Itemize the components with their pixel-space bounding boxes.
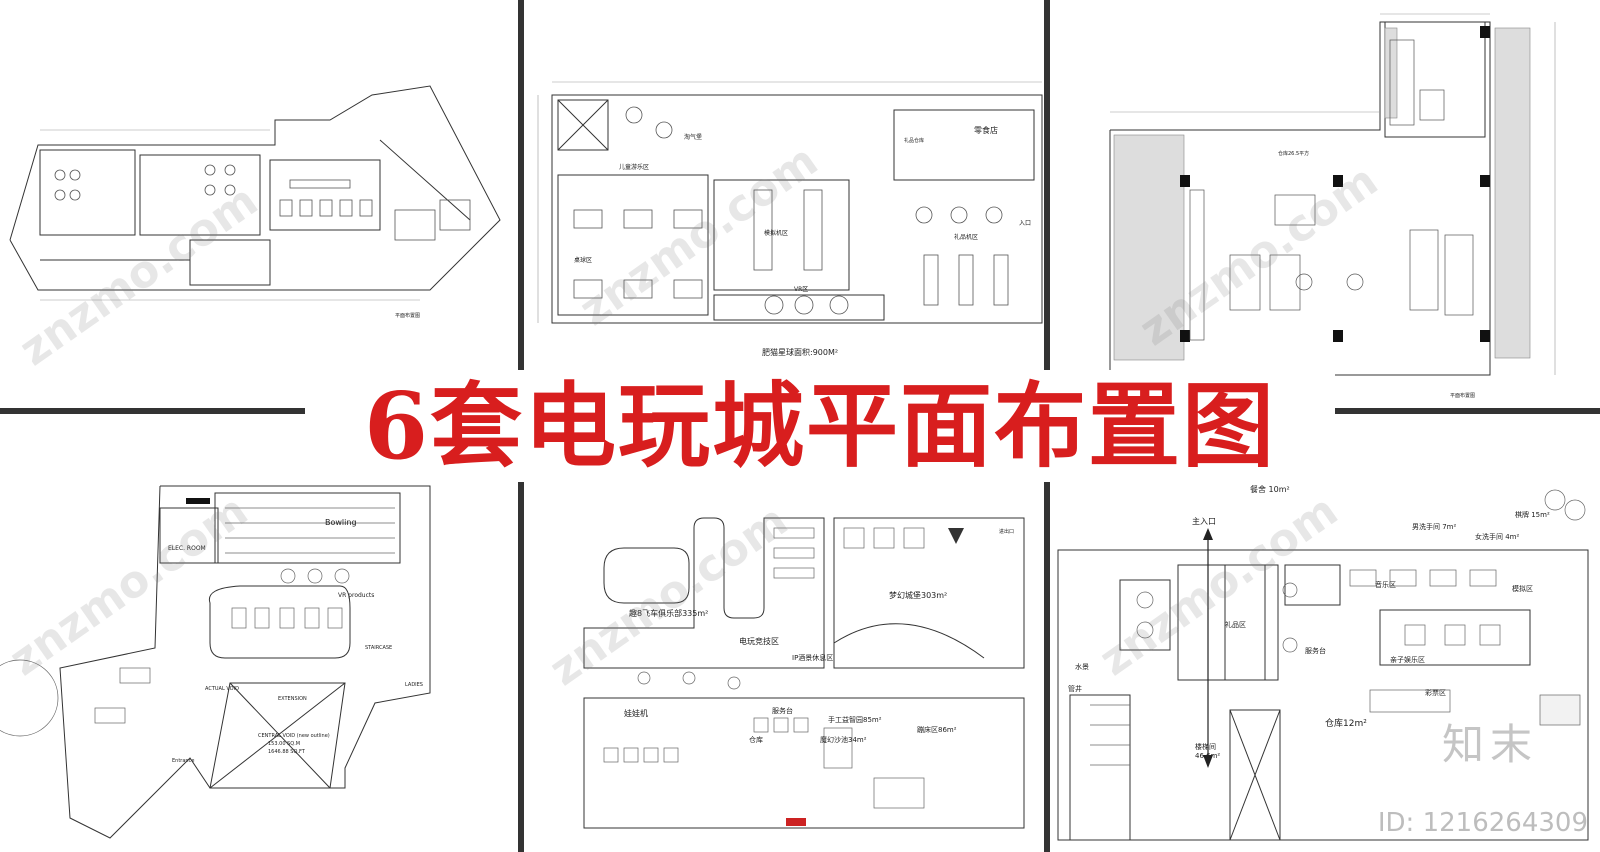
- separator-vertical-right-bottom: [1044, 482, 1050, 852]
- plan-4-label-central-void: CENTRAL VOID (new outline): [258, 733, 330, 739]
- separator-horizontal-right: [1335, 408, 1600, 414]
- plan-5-label-trampoline: 蹦床区86m²: [917, 726, 957, 734]
- plan-3-label-title: 平面布置图: [1450, 393, 1476, 399]
- plan-4-label-ladies: LADIES: [405, 682, 423, 688]
- plan-6-label-main-entrance: 主入口: [1192, 517, 1216, 526]
- plan-5-label-claw-machines: 娃娃机: [624, 709, 648, 718]
- floor-plan-2: 零食店 儿童游乐区 桌球区 模拟机区 VR区 礼品机区 礼品仓库 淘气堡 入口 …: [524, 0, 1044, 408]
- floor-plan-3: 仓库26.5平方 平面布置图: [1050, 0, 1600, 408]
- separator-vertical-right-top: [1044, 0, 1050, 408]
- plan-5-label-esports: 电玩竞技区: [739, 637, 779, 646]
- floor-plan-1: 平面布置图: [0, 0, 518, 408]
- plan-6-label-stairwell: 楼梯间 46.6m²: [1195, 743, 1221, 760]
- plan-2-label-snack-shop: 零食店: [974, 126, 998, 135]
- floor-plan-6: 主入口 礼品区 音乐区 模拟区 亲子娱乐区 服务台 仓库12m² 楼梯间 46.…: [1050, 480, 1600, 852]
- plan-6-label-service-desk: 服务台: [1305, 647, 1326, 655]
- plan-5-label-castle: 梦幻城堡303m²: [889, 591, 948, 600]
- plan-5-label-exit: 进出口: [999, 529, 1015, 535]
- floor-plan-4-drawing: [0, 485, 431, 839]
- plan-6-label-mens-restroom: 男洗手间 7m²: [1412, 523, 1457, 531]
- plan-5-label-racing: 趣8飞车俱乐部335m²: [629, 609, 709, 618]
- plan-6-label-storage: 仓库12m²: [1325, 719, 1367, 729]
- plan-2-label-entrance: 入口: [1019, 220, 1032, 227]
- page-title: 6套电玩城平面布置图: [305, 370, 1335, 482]
- plan-4-label-entrance: Entrance: [172, 758, 195, 764]
- image-id-text: ID: 1216264309: [1377, 808, 1588, 838]
- plan-2-label-billiards: 桌球区: [574, 257, 593, 264]
- floor-plan-5: 趣8飞车俱乐部335m² 梦幻城堡303m² 电玩竞技区 IP酒景休息区 服务台…: [524, 468, 1044, 852]
- floor-plan-2-drawing: [537, 81, 1043, 324]
- floor-plan-3-drawing: [1109, 13, 1556, 376]
- plan-5-label-sand-pool: 魔幻沙池34m²: [820, 736, 867, 744]
- plan-4-label-staircase: STAIRCASE: [365, 645, 393, 651]
- plan-6-label-chess-room: 棋牌 15m²: [1515, 511, 1550, 519]
- plan-2-label-kids-area: 儿童游乐区: [619, 164, 650, 171]
- plan-4-label-elec-room: ELEC. ROOM: [168, 545, 206, 552]
- plan-2-label-vr: VR区: [794, 286, 809, 293]
- plan-4-label-actual-void: ACTUAL VOID: [205, 686, 239, 692]
- separator-vertical-left-bottom: [518, 482, 524, 852]
- plan-2-label-gift-storage: 礼品仓库: [904, 138, 925, 144]
- plan-4-label-bowling: Bowling: [325, 518, 357, 527]
- plan-6-label-water-feature: 水景: [1075, 663, 1089, 671]
- separator-vertical-left-top: [518, 0, 524, 408]
- plan-5-label-service-desk: 服务台: [772, 707, 793, 715]
- plan-1-label: 平面布置图: [395, 313, 421, 319]
- floor-plan-4: Bowling VR products ELEC. ROOM STAIRCASE…: [0, 468, 436, 852]
- plan-2-caption: 肥猫星球面积:900M²: [762, 348, 839, 357]
- plan-2-label-simulator: 模拟机区: [764, 230, 789, 237]
- plan-5-label-storage: 仓库: [749, 736, 763, 744]
- plan-6-label-lottery: 彩票区: [1425, 689, 1446, 697]
- floor-plan-5-drawing: [583, 517, 1025, 829]
- separator-horizontal-left: [0, 408, 305, 414]
- brand-logo: 知末: [1441, 720, 1538, 769]
- plan-6-label-simulator-area: 模拟区: [1512, 585, 1533, 593]
- plan-6-label-gift-area: 礼品区: [1225, 621, 1246, 629]
- plan-4-label-area-sqft: 1646.88 SQ.FT: [268, 749, 305, 755]
- plan-2-label-playhouse: 淘气堡: [684, 134, 703, 141]
- plan-5-label-crafts: 手工益智园85m²: [828, 716, 882, 724]
- plan-4-label-extension: EXTENSION: [278, 696, 307, 702]
- plan-3-label-storage: 仓库26.5平方: [1278, 151, 1310, 157]
- plan-4-label-vr-products: VR products: [338, 592, 375, 599]
- plan-6-label-womens-restroom: 女洗手间 4m²: [1475, 533, 1520, 541]
- floor-plan-1-drawing: [9, 85, 501, 301]
- plan-6-label-shaft: 管井: [1068, 685, 1082, 693]
- plan-5-label-ip-lounge: IP酒景休息区: [792, 654, 834, 662]
- plan-6-label-dining: 餐舍 10m²: [1250, 485, 1290, 494]
- plan-6-label-music-area: 音乐区: [1375, 581, 1396, 589]
- plan-6-label-family-area: 亲子娱乐区: [1390, 656, 1425, 664]
- plan-4-label-area-sqm: 153.00 SQ.M: [268, 741, 301, 747]
- plan-2-label-gift-machines: 礼品机区: [954, 234, 979, 241]
- floor-plan-6-drawing: [1057, 489, 1589, 841]
